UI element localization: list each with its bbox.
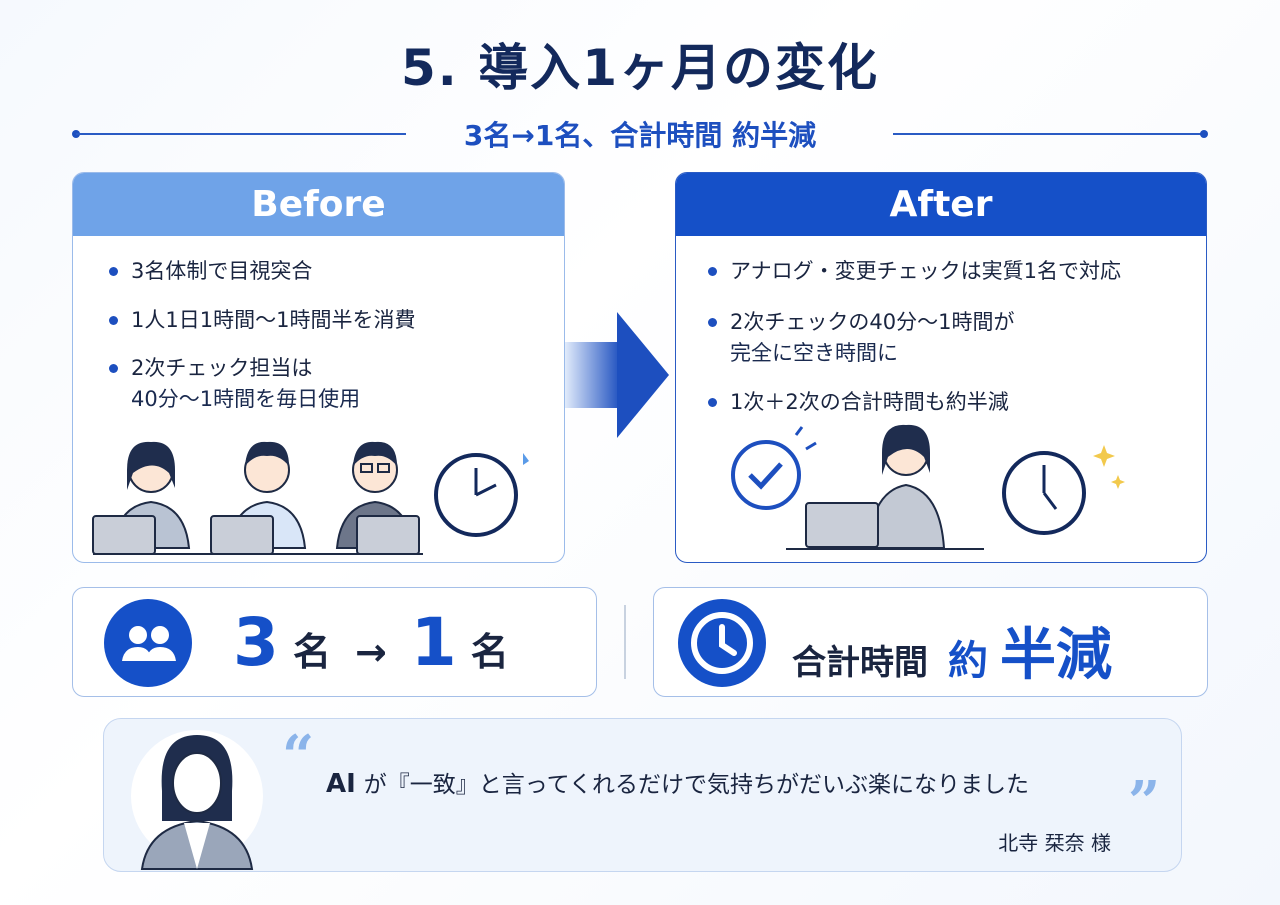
after-bullet: 2次チェックの40分〜1時間が: [707, 307, 1014, 338]
three-workers-illustration: [92, 441, 529, 555]
worker-icon: [210, 441, 307, 555]
before-bullet-cont: 40分〜1時間を毎日使用: [131, 387, 361, 411]
time-value: 半減: [1000, 623, 1112, 688]
after-bullet: 1次＋2次の合計時間も約半減: [708, 387, 1009, 418]
time-stat-box: 合計時間 約 半減: [653, 587, 1208, 697]
after-card: After アナログ・変更チェックは実質1名で対応 2次チェックの40分〜1時間…: [675, 172, 1207, 563]
quote-body: が『一致』と言ってくれるだけで気持ちがだいぶ楽になりました: [363, 772, 1029, 798]
worker-icon: [335, 441, 420, 555]
time-prefix: 約: [948, 638, 988, 684]
sparkle-icon: [1093, 445, 1125, 489]
people-icon: [104, 599, 192, 687]
people-to: 1: [410, 604, 457, 681]
worker-icon: [805, 424, 946, 549]
time-label: 合計時間: [792, 643, 928, 683]
people-unit: 名: [470, 630, 509, 674]
close-quote: ”: [1128, 769, 1161, 835]
clock-icon: [678, 599, 766, 687]
people-stat: 3 名 → 1 名: [233, 604, 509, 681]
arrow-text: →: [354, 630, 387, 674]
time-stat: 合計時間 約 半減: [792, 610, 1112, 691]
clock-icon: [1002, 451, 1086, 535]
divider-line: [76, 133, 406, 135]
quote-ai: AI: [326, 769, 356, 799]
after-bullet: アナログ・変更チェックは実質1名で対応: [708, 256, 1121, 287]
before-bullet: 3名体制で目視突合: [108, 256, 312, 287]
worker-icon: [92, 441, 191, 555]
divider-line: [893, 133, 1203, 135]
check-circle-icon: [731, 426, 817, 510]
open-quote: “: [282, 723, 315, 789]
quote-author: 北寺 栞奈 様: [998, 831, 1111, 855]
before-bullet: 2次チェック担当は: [108, 353, 312, 384]
after-header: After: [676, 173, 1206, 236]
before-card: Before 3名体制で目視突合 1人1日1時間〜1時間半を消費 2次チェック担…: [72, 172, 565, 563]
testimonial-box: “ AI が『一致』と言ってくれるだけで気持ちがだいぶ楽になりました ” 北寺 栞…: [103, 718, 1182, 872]
clock-icon: [434, 453, 529, 537]
people-unit: 名: [292, 630, 331, 674]
page-title: 5. 導入1ヶ月の変化: [401, 39, 879, 97]
divider-dot: [1200, 130, 1208, 138]
subtitle: 3名→1名、合計時間 約半減: [463, 119, 817, 152]
single-worker-illustration: [731, 424, 1125, 550]
after-bullet-cont: 完全に空き時間に: [730, 341, 898, 365]
right-arrow-icon: [565, 312, 669, 438]
customer-avatar: [131, 730, 263, 870]
stat-divider: [624, 605, 626, 679]
people-stat-box: 3 名 → 1 名: [72, 587, 597, 697]
quote-text: AI が『一致』と言ってくれるだけで気持ちがだいぶ楽になりました: [326, 765, 1029, 799]
people-from: 3: [233, 604, 279, 681]
before-header: Before: [73, 173, 564, 236]
before-bullet: 1人1日1時間〜1時間半を消費: [108, 305, 415, 336]
